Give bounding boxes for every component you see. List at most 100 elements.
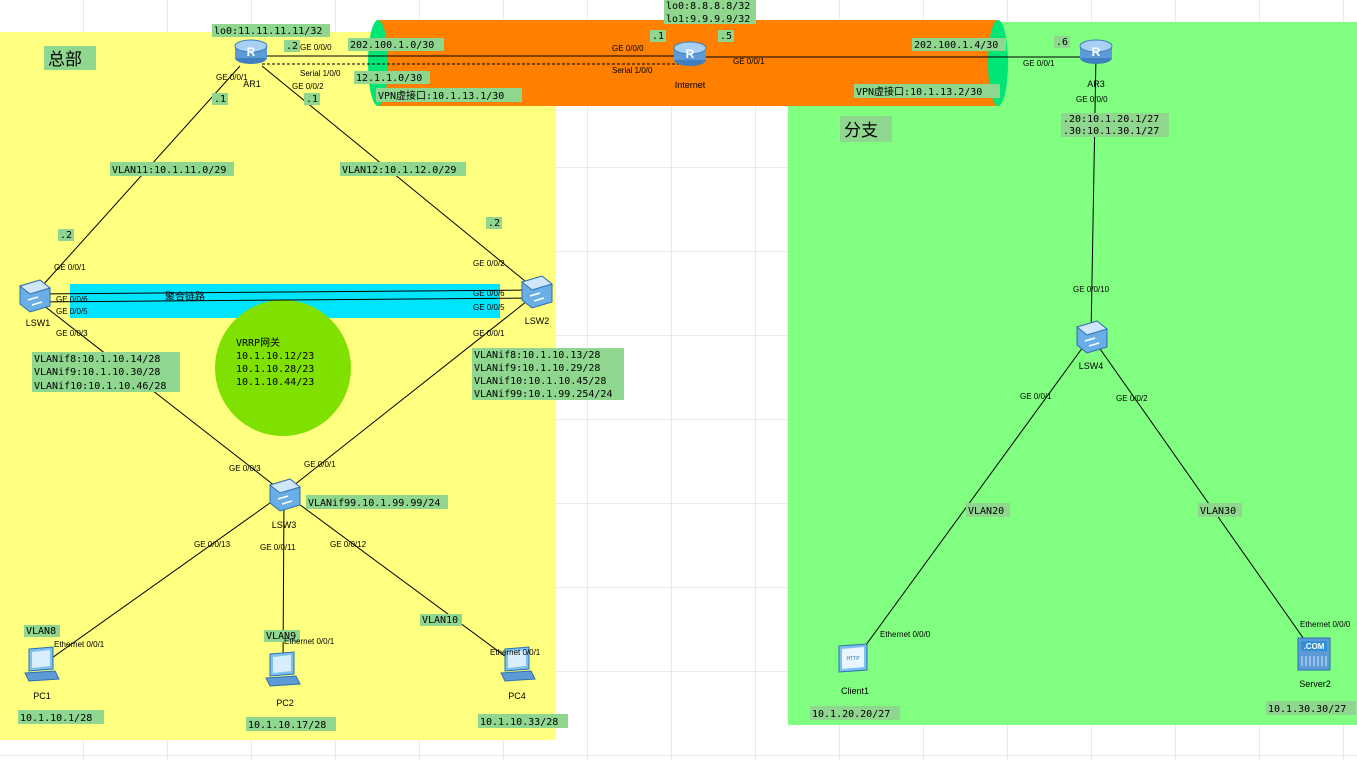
vpn-hq-label: VPN虚接口:10.1.13.1/30	[378, 89, 504, 102]
ar3-sub2-label: .30:10.1.30.1/27	[1063, 126, 1159, 137]
port-lsw3-g011: GE 0/0/11	[260, 543, 296, 552]
server-icon: .COM	[1297, 637, 1331, 671]
port-pc1-eth: Ethernet 0/0/1	[54, 640, 105, 649]
port-client1-eth: Ethernet 0/0/0	[880, 630, 931, 639]
svg-text:R: R	[1092, 45, 1101, 59]
port-lsw1-g001: GE 0/0/1	[54, 263, 86, 272]
pc-pc1[interactable]	[24, 646, 60, 682]
pc4-ip-label: 10.1.10.33/28	[480, 717, 558, 728]
pc-icon	[24, 646, 60, 682]
switch-icon	[18, 279, 52, 313]
lsw1-vlanif8-label: VLANif8:10.1.10.14/28	[34, 354, 160, 365]
device-name-pc1: PC1	[33, 691, 51, 701]
port-lsw4-g010: GE 0/0/10	[1073, 285, 1110, 294]
switch-lsw3[interactable]	[268, 478, 302, 512]
router-ar1[interactable]: R	[234, 39, 268, 64]
vlan10-label: VLAN10	[422, 615, 458, 626]
vlan8-label: VLAN8	[26, 626, 56, 637]
lsw2-vlanif10-label: VLANif10:10.1.10.45/28	[474, 376, 606, 387]
switch-icon	[1075, 320, 1109, 354]
client-client1[interactable]: HTTP	[838, 643, 868, 673]
router-icon: R	[1079, 39, 1113, 64]
router-icon: R	[234, 39, 268, 64]
switch-lsw4[interactable]	[1075, 320, 1109, 354]
switch-lsw2[interactable]	[520, 275, 554, 309]
port-ar3-g000: GE 0/0/0	[1076, 95, 1108, 104]
link-ar1-lsw1[interactable]	[33, 65, 241, 296]
server2-ip-label: 10.1.30.30/27	[1268, 704, 1346, 715]
link-lsw1-lsw2-b[interactable]	[33, 297, 537, 303]
addr-lsw2: .2	[488, 218, 500, 229]
link-lsw1-lsw3[interactable]	[33, 297, 285, 494]
vlan9-label: VLAN9	[266, 631, 296, 642]
device-name-lsw1: LSW1	[26, 318, 51, 328]
lsw3-vlanif99-label: VLANif99.10.1.99.99/24	[308, 498, 440, 509]
addr-ar1-lsw2: .1	[306, 94, 318, 105]
lsw1-vlanif9-label: VLANif9:10.1.10.30/28	[34, 367, 160, 378]
router-ar3[interactable]: R	[1079, 39, 1113, 64]
router-internet[interactable]: R	[673, 41, 707, 66]
port-lsw3-g013: GE 0/0/13	[194, 540, 231, 549]
port-lsw4-g001: GE 0/0/1	[1020, 392, 1052, 401]
port-lsw2-g005: GE 0/0/5	[473, 303, 505, 312]
svg-text:R: R	[686, 47, 695, 61]
vlan12-label: VLAN12:10.1.12.0/29	[342, 165, 456, 176]
lsw2-vlanif8-label: VLANif8:10.1.10.13/28	[474, 350, 600, 361]
device-name-pc2: PC2	[276, 698, 294, 708]
port-ar1-g001: GE 0/0/1	[216, 73, 248, 82]
branch-area-title: 分支	[844, 121, 878, 141]
server-server2[interactable]: .COM	[1297, 637, 1331, 671]
addr-ar3: .6	[1056, 37, 1068, 48]
pc-pc4[interactable]	[500, 646, 536, 682]
pc-icon	[500, 646, 536, 682]
ar1-lo0-label: lo0:11.11.11.11/32	[214, 26, 322, 37]
port-lsw3-g001: GE 0/0/1	[304, 460, 336, 469]
vrrp-ip-3: 10.1.10.44/23	[236, 377, 314, 388]
pc-pc2[interactable]	[265, 651, 301, 687]
port-internet-g001: GE 0/0/1	[733, 57, 765, 66]
port-internet-serial: Serial 1/0/0	[612, 66, 653, 75]
port-lsw4-g002: GE 0/0/2	[1116, 394, 1148, 403]
switch-lsw1[interactable]	[18, 279, 52, 313]
port-lsw2-g006: GE 0/0/6	[473, 289, 505, 298]
device-name-lsw3: LSW3	[272, 520, 297, 530]
vrrp-circle	[215, 300, 351, 436]
port-lsw1-g006: GE 0/0/6	[56, 295, 88, 304]
link-lsw4-server2[interactable]	[1090, 335, 1314, 653]
port-internet-g000: GE 0/0/0	[612, 44, 644, 53]
internet-lo1-label: lo1:9.9.9.9/32	[666, 14, 750, 25]
port-lsw3-g012: GE 0/0/12	[330, 540, 367, 549]
device-name-client1: Client1	[841, 686, 869, 696]
device-name-internet: Internet	[675, 80, 706, 90]
net-ar1-internet-label: 202.100.1.0/30	[350, 40, 434, 51]
vrrp-ip-2: 10.1.10.28/23	[236, 364, 314, 375]
port-server2-eth: Ethernet 0/0/0	[1300, 620, 1351, 629]
pc2-ip-label: 10.1.10.17/28	[248, 720, 326, 731]
vrrp-ip-1: 10.1.10.12/23	[236, 351, 314, 362]
port-lsw2-g001: GE 0/0/1	[473, 329, 505, 338]
port-lsw2-g002: GE 0/0/2	[473, 259, 505, 268]
link-lsw3-pc1[interactable]	[41, 492, 285, 666]
agg-link-label: 聚合链路	[165, 290, 205, 303]
addr-ar1-lsw1: .1	[214, 94, 226, 105]
vrrp-title: VRRP网关	[236, 336, 280, 349]
link-ar3-lsw4[interactable]	[1090, 54, 1097, 337]
pc1-ip-label: 10.1.10.1/28	[20, 713, 92, 724]
link-lsw2-lsw3[interactable]	[283, 293, 537, 494]
port-lsw1-g005: GE 0/0/5	[56, 307, 88, 316]
net-internet-ar3-label: 202.100.1.4/30	[914, 40, 998, 51]
port-ar1-serial: Serial 1/0/0	[300, 69, 341, 78]
device-name-pc4: PC4	[508, 691, 526, 701]
link-lsw4-client1[interactable]	[854, 335, 1092, 661]
link-lsw3-pc4[interactable]	[283, 492, 518, 666]
port-ar1-g000: GE 0/0/0	[300, 43, 332, 52]
link-lsw1-lsw2-a[interactable]	[33, 289, 537, 295]
client-icon: HTTP	[838, 643, 868, 673]
addr-internet-left: .1	[652, 31, 664, 42]
device-name-ar3: AR3	[1087, 79, 1105, 89]
port-pc2-eth: Ethernet 0/0/1	[284, 637, 335, 646]
port-ar1-g002: GE 0/0/2	[292, 82, 324, 91]
device-name-lsw2: LSW2	[525, 316, 550, 326]
lsw2-vlanif99-label: VLANif99:10.1.99.254/24	[474, 389, 612, 400]
